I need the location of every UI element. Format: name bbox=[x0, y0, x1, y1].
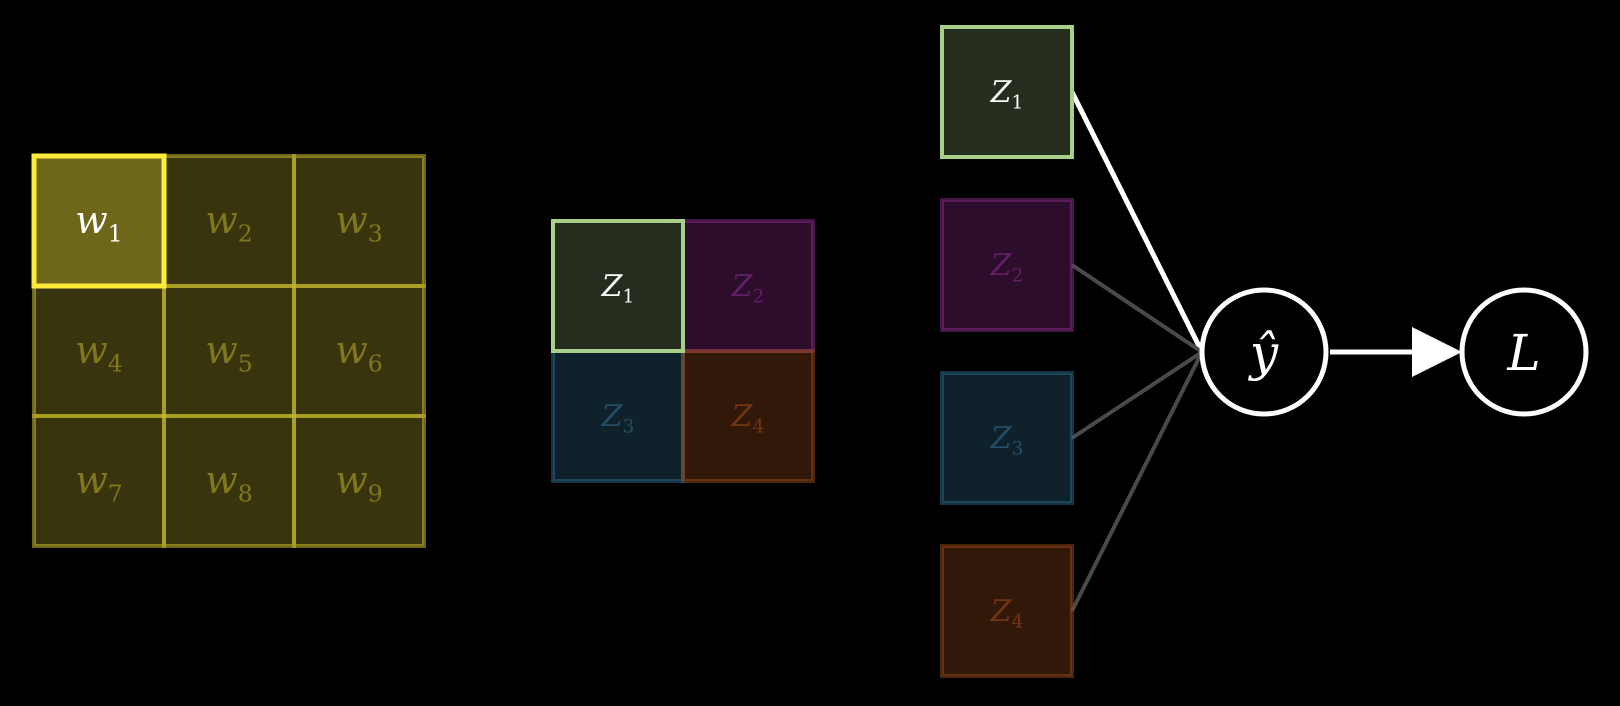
kernel-cell-label-w1: w1 bbox=[75, 198, 123, 247]
kernel-cell-label-w7: w7 bbox=[75, 458, 123, 507]
kernel-cell-w6 bbox=[292, 284, 426, 418]
output-node bbox=[1199, 287, 1329, 417]
connection-z4 bbox=[1070, 351, 1204, 612]
output-node-label: ŷ bbox=[1248, 324, 1279, 382]
feature-cell-label-z3: Z3 bbox=[601, 399, 635, 438]
feature-cell-z1 bbox=[551, 219, 685, 353]
feature-cell-z4 bbox=[681, 349, 815, 483]
kernel-highlight-border bbox=[31, 153, 167, 289]
connection-lines bbox=[1069, 90, 1205, 612]
kernel-grid: w1 w2 w3 w4 w5 w6 w7 w8 w9 bbox=[31, 153, 426, 548]
kernel-cell-label-w6: w6 bbox=[335, 328, 383, 377]
flat-cell-label-z4: Z4 bbox=[990, 594, 1024, 633]
loss-node bbox=[1459, 287, 1589, 417]
connection-z1 bbox=[1069, 90, 1205, 354]
flat-cell-label-z1: Z1 bbox=[990, 75, 1024, 114]
feature-cell-z3 bbox=[551, 349, 685, 483]
kernel-cell-label-w3: w3 bbox=[335, 198, 383, 247]
kernel-cell-label-w4: w4 bbox=[75, 328, 123, 377]
kernel-cell-label-w2: w2 bbox=[205, 198, 253, 247]
flat-cell-z3 bbox=[940, 371, 1074, 505]
kernel-cell-label-w9: w9 bbox=[335, 458, 383, 507]
flat-cell-z1 bbox=[940, 25, 1074, 159]
feature-cell-label-z1: Z1 bbox=[601, 269, 635, 308]
loss-node-label: L bbox=[1506, 324, 1540, 382]
flat-cell-z2 bbox=[940, 198, 1074, 332]
kernel-cell-w5 bbox=[162, 284, 296, 418]
feature-cell-label-z2: Z2 bbox=[731, 269, 765, 308]
kernel-cell-w3 bbox=[292, 154, 426, 288]
kernel-cell-w8 bbox=[162, 414, 296, 548]
connection-z2 bbox=[1070, 263, 1204, 354]
kernel-cell-w9 bbox=[292, 414, 426, 548]
flat-cell-z4 bbox=[940, 544, 1074, 678]
kernel-cell-label-w8: w8 bbox=[205, 458, 253, 507]
connection-z3 bbox=[1070, 350, 1204, 440]
kernel-cell-label-w5: w5 bbox=[205, 328, 253, 377]
flat-cell-label-z3: Z3 bbox=[990, 421, 1024, 460]
nodes: ŷ L bbox=[1199, 287, 1589, 417]
feature-highlight-border bbox=[551, 219, 685, 353]
flat-cell-label-z2: Z2 bbox=[990, 248, 1024, 287]
feature-cell-label-z4: Z4 bbox=[731, 399, 765, 438]
